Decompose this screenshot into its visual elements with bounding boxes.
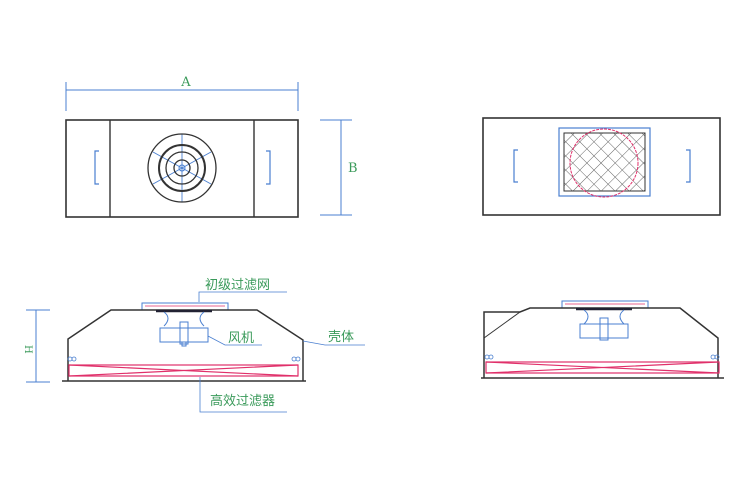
side-section-plain [481,300,724,379]
dimension-b-label: B [348,161,358,176]
fan-icon [147,133,217,203]
label-hepa-filter: 高效过滤器 [210,393,275,409]
side-section-labeled: H 初级过滤网 风机 壳体 高效过滤器 [22,278,365,413]
fan-icon [579,309,629,341]
label-primary-filter: 初级过滤网 [205,278,270,293]
dimension-b [320,119,352,216]
fan-icon [159,311,209,347]
dimension-a-label: A [180,75,191,90]
handle-icon [94,150,271,185]
hepa-filter [485,361,720,374]
label-housing: 壳体 [328,330,354,345]
label-fan: 风机 [228,331,254,346]
dimension-h [26,309,50,383]
dimension-h-label: H [22,345,33,354]
bottom-view-filter [482,117,721,216]
top-view-fan: A B [65,75,358,218]
fan-outline [569,128,639,198]
filter-mesh [563,132,646,192]
hepa-filter [68,364,299,377]
dimension-a [65,82,299,111]
handle-icon [513,149,691,183]
unit-outline [65,119,299,218]
